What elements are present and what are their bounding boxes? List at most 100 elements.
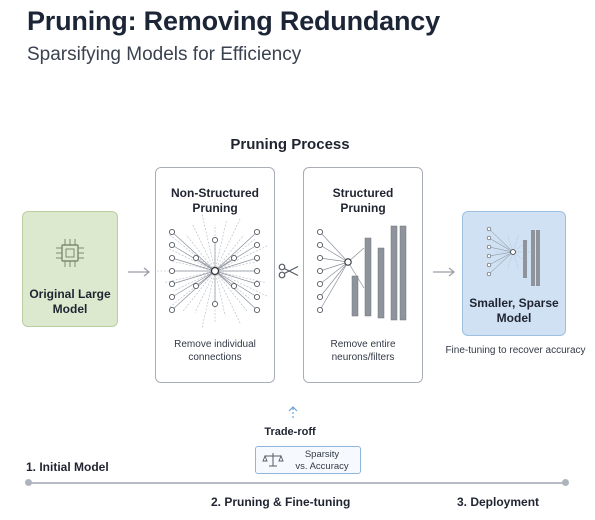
connection-line (171, 270, 216, 298)
connection-line (488, 246, 514, 253)
tradeoff-label: Trade-roff (264, 426, 316, 438)
original-model-label-2: Model (52, 302, 88, 316)
connection-line (512, 234, 519, 253)
neuron-node (316, 228, 324, 236)
connection-line (201, 214, 216, 272)
connection-line (182, 270, 216, 312)
neuron-node (316, 280, 324, 288)
filter-bar (351, 275, 359, 317)
page-title: Pruning: Removing Redundancy (27, 6, 440, 36)
neuron-node (486, 271, 492, 277)
connection-line (214, 270, 248, 312)
connection-line (319, 261, 349, 311)
connection-line (214, 270, 258, 285)
filter-bar (377, 247, 385, 319)
neuron-node (168, 306, 176, 314)
scale-icon (262, 453, 284, 467)
badge-line-2: vs. Accuracy (295, 461, 349, 472)
page-subtitle: Sparsifying Models for Efficiency (27, 44, 302, 65)
stage-pruning-finetuning: 2. Pruning & Fine-tuning (211, 495, 351, 509)
tradeoff-badge: Sparsity vs. Accuracy (255, 446, 361, 474)
fine-tuning-caption: Fine-tuning to recover accuracy (445, 345, 586, 356)
stage-deployment: 3. Deployment (457, 495, 540, 509)
neuron-node (168, 254, 176, 262)
neuron-node (486, 226, 492, 232)
connection-line (214, 231, 258, 272)
connection-line (171, 231, 216, 272)
connection-line (488, 251, 514, 275)
connection-line (186, 234, 216, 272)
connection-line (319, 261, 349, 272)
neuron-node (230, 254, 238, 262)
timeline-line (28, 482, 566, 484)
neuron-node (253, 306, 261, 314)
neuron-node (316, 267, 324, 275)
neuron-node (316, 306, 324, 314)
neuron-node (168, 280, 176, 288)
connection-line (319, 261, 349, 298)
neuron-node (168, 293, 176, 301)
chip-icon (56, 239, 84, 267)
scissors-icon (278, 263, 299, 279)
connection-line (214, 218, 241, 272)
stage-initial-model: 1. Initial Model (26, 460, 109, 474)
connection-line (171, 270, 216, 285)
neuron-node (253, 254, 261, 262)
neuron-node (486, 244, 492, 250)
connection-line (170, 260, 216, 272)
neuron-node (253, 280, 261, 288)
non-structured-desc-1: Remove individual (174, 339, 256, 350)
filter-bar (523, 240, 527, 278)
connection-line (319, 231, 349, 263)
neuron-node (192, 282, 200, 290)
hub-node (344, 258, 352, 266)
neuron-node (316, 293, 324, 301)
filter-bar (364, 237, 372, 317)
connection-line (164, 270, 216, 283)
neuron-node (192, 254, 200, 262)
connection-line (214, 260, 260, 272)
connection-line (488, 251, 514, 266)
neuron-node (168, 228, 176, 236)
structured-pruning-box: Structured Pruning Remove entire neurons… (303, 167, 423, 383)
filter-bar (390, 225, 398, 321)
filter-bar (399, 225, 407, 321)
neuron-node (230, 282, 238, 290)
connection-line (214, 270, 258, 311)
connection-line (214, 238, 256, 272)
connection-line (347, 261, 365, 289)
structured-title-2: Pruning (340, 201, 386, 215)
connection-line (214, 257, 258, 272)
original-model-label-1: Original Large (29, 287, 111, 301)
neuron-node (253, 241, 261, 249)
connection-line (169, 234, 216, 272)
connection-line (201, 270, 216, 328)
arrow-right-icon (128, 267, 151, 277)
connection-line (488, 228, 514, 253)
connection-line (488, 251, 514, 257)
neuron-node (253, 228, 261, 236)
structured-title-1: Structured (332, 186, 394, 200)
connection-line (214, 234, 244, 272)
connection-line (214, 245, 268, 272)
arrow-right-icon (433, 267, 456, 277)
structured-desc-2: neurons/filters (331, 352, 395, 363)
connection-line (214, 220, 227, 272)
connection-line (192, 224, 216, 272)
neuron-node (253, 293, 261, 301)
non-structured-title-2: Pruning (192, 201, 238, 215)
connection-line (168, 248, 216, 272)
timeline-dot-end (562, 479, 569, 486)
dense-network-diagram (157, 214, 268, 328)
badge-line-1: Sparsity (304, 449, 340, 460)
structured-desc-1: Remove entire (330, 339, 396, 350)
neuron-node (486, 253, 492, 259)
filter-bar (536, 230, 540, 286)
sparse-model-label-1: Smaller, Sparse (469, 296, 559, 310)
connection-line (319, 244, 349, 263)
neuron-node (168, 267, 176, 275)
connection-line (214, 270, 226, 316)
neuron-node (316, 254, 324, 262)
connection-line (488, 237, 514, 253)
neuron-node (486, 262, 492, 268)
